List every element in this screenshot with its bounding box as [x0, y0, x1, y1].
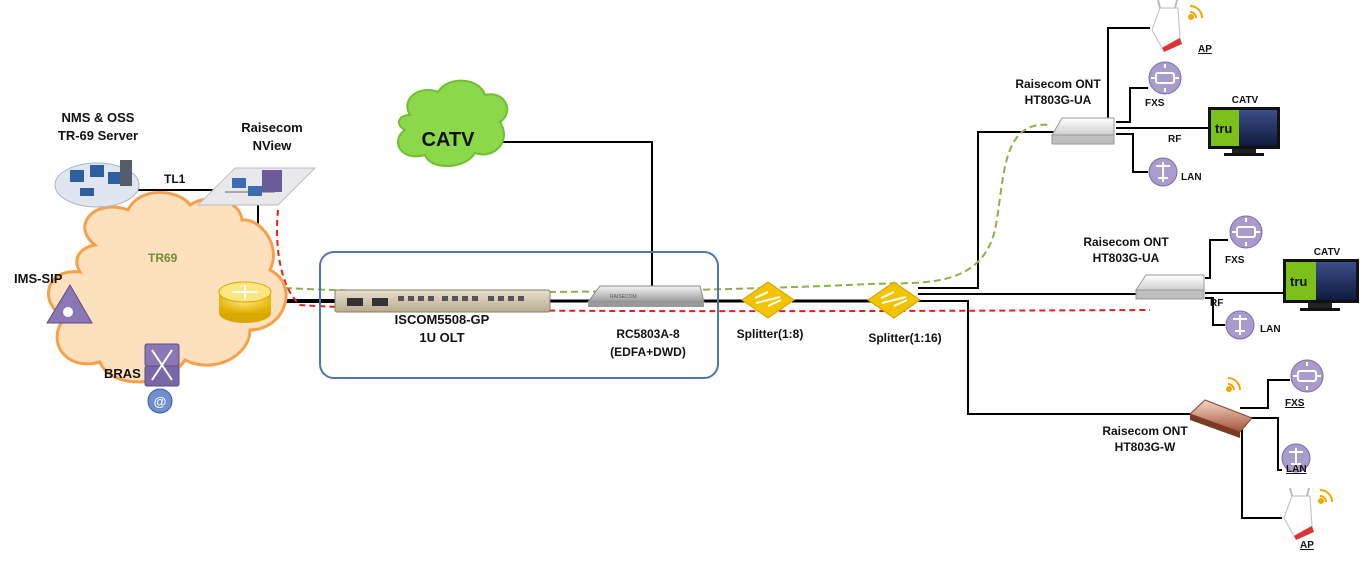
- edfa-device-icon: RAISECOM: [587, 285, 705, 307]
- fxs-2-label: FXS: [1225, 255, 1245, 266]
- ont-2-icon: [1135, 274, 1205, 300]
- rf-2-label: RF: [1210, 298, 1223, 309]
- ont-2-label-2: HT803G-UA: [1093, 251, 1160, 265]
- fiber-links: [138, 27, 1290, 519]
- rf-1-label: RF: [1168, 134, 1181, 145]
- ap-bottom-label: AP: [1300, 540, 1314, 551]
- tv-1-brand: tru: [1215, 121, 1232, 136]
- fxs-3-icon: [1290, 359, 1324, 393]
- splitter-1-label: Splitter(1:8): [737, 327, 804, 341]
- nms-title-1: NMS & OSS: [62, 110, 135, 125]
- nms-server-icon: [54, 160, 140, 208]
- ont-1-icon: [1051, 117, 1115, 145]
- bras-label: BRAS: [104, 366, 141, 381]
- fxs-1-label: FXS: [1145, 98, 1165, 109]
- lan-1-label: LAN: [1181, 172, 1202, 183]
- svg-text:@: @: [154, 394, 167, 409]
- splitter-2-icon: [867, 281, 921, 319]
- ont-3-label-2: HT803G-W: [1115, 440, 1176, 454]
- ims-sip-icon: [46, 284, 93, 324]
- catv-source-cloud: [396, 79, 509, 167]
- tr69-label: TR69: [148, 251, 178, 265]
- ont-3-icon: [1189, 399, 1253, 438]
- olt-label-1: ISCOM5508-GP: [395, 312, 490, 327]
- ont-1-label-1: Raisecom ONT: [1015, 77, 1101, 91]
- ont-2-label-1: Raisecom ONT: [1083, 235, 1169, 249]
- lan-2-icon: [1225, 310, 1255, 340]
- ap-top-label: AP: [1198, 44, 1212, 55]
- catv-2-label: CATV: [1314, 247, 1341, 258]
- ap-bottom-icon: [1283, 487, 1314, 540]
- nview-title-2: NView: [253, 138, 293, 153]
- ont-3-label-1: Raisecom ONT: [1102, 424, 1188, 438]
- catv-source-label: CATV: [422, 129, 476, 151]
- core-router-icon: [218, 281, 272, 323]
- edfa-brand: RAISECOM: [610, 294, 637, 300]
- bras-icon: @: [144, 343, 180, 414]
- nms-title-2: TR-69 Server: [58, 128, 138, 143]
- splitter-1-icon: [741, 281, 795, 319]
- fxs-3-label: FXS: [1285, 398, 1305, 409]
- fxs-1-icon: [1148, 61, 1182, 95]
- splitter-2-label: Splitter(1:16): [868, 331, 941, 345]
- olt-device-icon: [334, 289, 551, 313]
- tv-2-brand: tru: [1290, 274, 1307, 289]
- lan-3-icon: [1281, 443, 1311, 473]
- edfa-label-1: RC5803A-8: [616, 327, 680, 341]
- nview-title-1: Raisecom: [241, 120, 302, 135]
- ap-top-icon: [1151, 0, 1182, 52]
- wifi-top-icon: [1188, 5, 1203, 20]
- ont-1-label-2: HT803G-UA: [1025, 93, 1092, 107]
- lan-3-label: LAN: [1286, 464, 1307, 475]
- tv-1-icon: tru: [1208, 107, 1280, 156]
- wifi-bottom-icon: [1318, 489, 1333, 504]
- tv-2-icon: tru: [1283, 259, 1359, 311]
- tl1-label: TL1: [164, 172, 186, 186]
- ims-sip-label: IMS-SIP: [14, 271, 63, 286]
- lan-1-icon: [1148, 157, 1178, 187]
- olt-label-2: 1U OLT: [419, 330, 464, 345]
- catv-1-label: CATV: [1232, 95, 1259, 106]
- lan-2-label: LAN: [1260, 324, 1281, 335]
- fxs-2-icon: [1229, 215, 1263, 249]
- nview-platform-icon: [196, 167, 317, 206]
- edfa-label-2: (EDFA+DWD): [610, 345, 686, 359]
- wifi-ont3-icon: [1226, 377, 1241, 392]
- core-network-cloud: [47, 191, 288, 384]
- olt-enclosure: [319, 251, 719, 379]
